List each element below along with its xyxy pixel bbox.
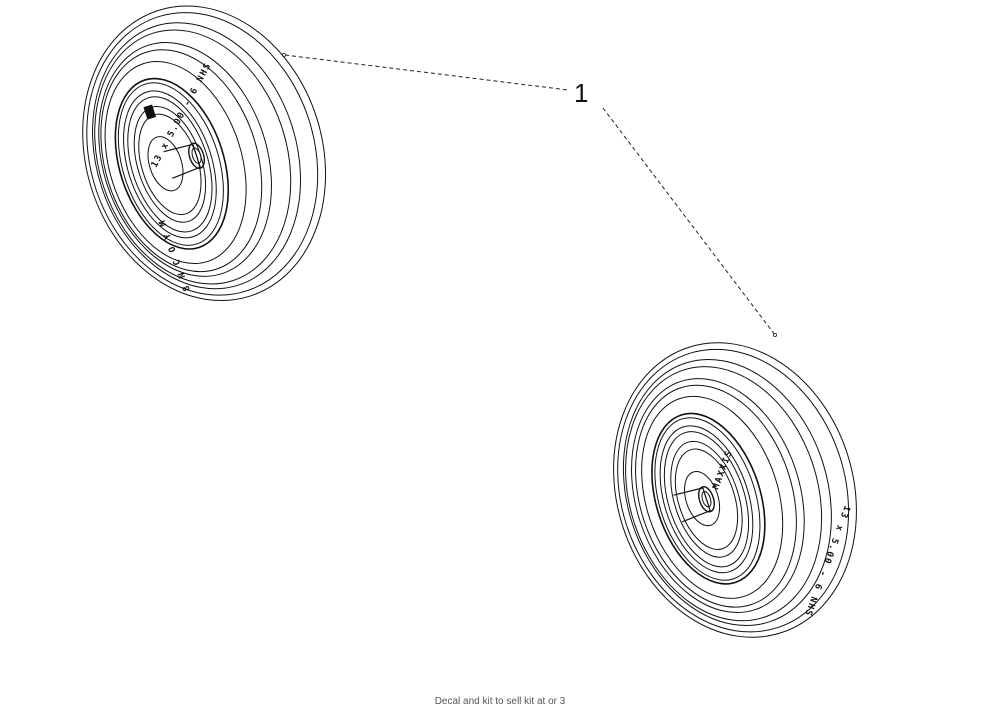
leader-line-bottom-wheel xyxy=(602,107,776,336)
wheel-assembly-top-left xyxy=(82,5,327,302)
tire-text-top-lower: 8 N C O Y M xyxy=(157,217,192,292)
leader-lines xyxy=(284,54,776,336)
tire-text-top: 13 x 5.00 - 6 NHS xyxy=(150,61,214,170)
footer-text: Decal and kit to sell kit at or 3 xyxy=(434,696,566,706)
leader-ends xyxy=(281,53,778,337)
wheel-assembly-bottom-right xyxy=(613,342,857,638)
callout-number: 1 xyxy=(574,78,589,108)
leader-line-top-wheel xyxy=(284,54,569,91)
